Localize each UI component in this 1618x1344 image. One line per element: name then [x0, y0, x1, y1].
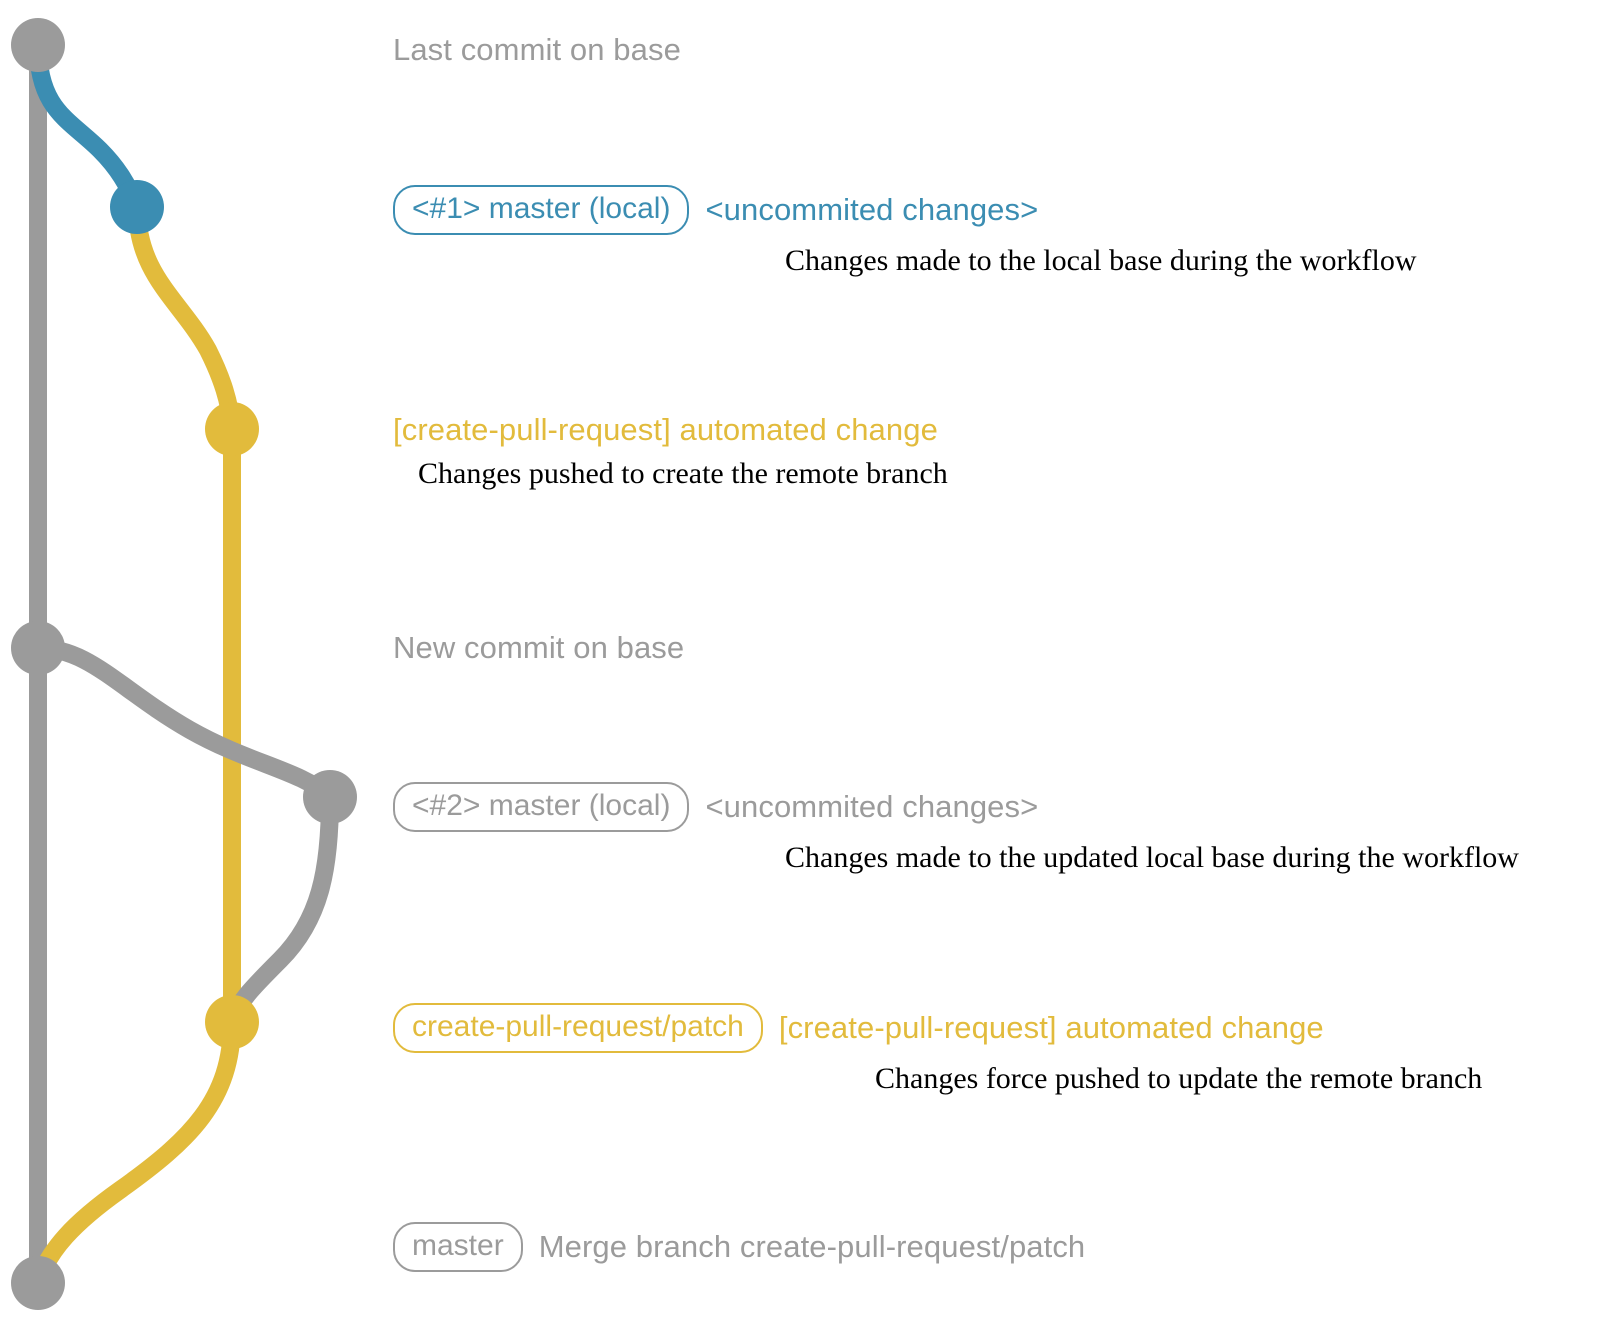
- commit-subject-uncommited-changes-2: <uncommited changes>: [705, 789, 1039, 824]
- commit-subject-merge-branch: Merge branch create-pull-request/patch: [538, 1229, 1086, 1264]
- node-base-top: [11, 18, 65, 72]
- branch-badge-master-local-2[interactable]: <#2> master (local): [393, 782, 690, 832]
- subject-line-merge-commit: master Merge branch create-pull-request/…: [393, 1222, 1085, 1272]
- commit-note-updated-local-base-changes: Changes made to the updated local base d…: [785, 841, 1519, 874]
- commit-subject-new-commit-on-base: New commit on base: [393, 630, 685, 665]
- branch-badge-create-pull-request-patch[interactable]: create-pull-request/patch: [393, 1003, 763, 1053]
- commit-subject-uncommited-changes-1: <uncommited changes>: [705, 192, 1039, 227]
- edge-base-to-local1: [29, 36, 146, 216]
- row-automated-change-2: create-pull-request/patch [create-pull-r…: [393, 1003, 1482, 1096]
- row-merge-commit: master Merge branch create-pull-request/…: [393, 1222, 1085, 1272]
- subject-line-new-commit: New commit on base: [393, 630, 684, 666]
- row-automated-change-1: [create-pull-request] automated change C…: [393, 412, 948, 491]
- subject-line-master-local-1: <#1> master (local) <uncommited changes>: [393, 185, 1417, 235]
- commit-subject-last-commit-on-base: Last commit on base: [393, 32, 681, 67]
- node-merge-master: [11, 1256, 65, 1310]
- node-patch-2: [205, 995, 259, 1049]
- commit-note-local-base-changes: Changes made to the local base during th…: [785, 244, 1417, 277]
- commit-subject-automated-change-2: [create-pull-request] automated change: [778, 1010, 1324, 1045]
- commit-graph: [11, 18, 357, 1310]
- branch-badge-master-local-1[interactable]: <#1> master (local): [393, 185, 690, 235]
- edge-patch2-to-merge: [29, 1013, 241, 1292]
- subject-line-automated-change-2: create-pull-request/patch [create-pull-r…: [393, 1003, 1482, 1053]
- commit-note-force-pushed-remote-branch: Changes force pushed to update the remot…: [875, 1062, 1483, 1095]
- node-local-2: [303, 770, 357, 824]
- edge-local2-to-patch2: [223, 788, 339, 1031]
- commit-note-pushed-remote-branch: Changes pushed to create the remote bran…: [418, 457, 948, 490]
- edge-basenew-to-local2: [29, 639, 339, 806]
- row-master-local-1: <#1> master (local) <uncommited changes>…: [393, 185, 1417, 278]
- row-last-commit-on-base: Last commit on base: [393, 32, 681, 68]
- node-patch-1: [205, 402, 259, 456]
- commit-subject-automated-change-1: [create-pull-request] automated change: [393, 412, 938, 447]
- node-base-new: [11, 621, 65, 675]
- row-master-local-2: <#2> master (local) <uncommited changes>…: [393, 782, 1519, 875]
- node-local-1: [110, 180, 164, 234]
- subject-line-last-commit: Last commit on base: [393, 32, 681, 68]
- subject-line-automated-change-1: [create-pull-request] automated change: [393, 412, 948, 448]
- branch-badge-master[interactable]: master: [393, 1222, 523, 1272]
- edge-local1-to-patch1: [128, 198, 241, 438]
- row-new-commit-on-base: New commit on base: [393, 630, 684, 666]
- subject-line-master-local-2: <#2> master (local) <uncommited changes>: [393, 782, 1519, 832]
